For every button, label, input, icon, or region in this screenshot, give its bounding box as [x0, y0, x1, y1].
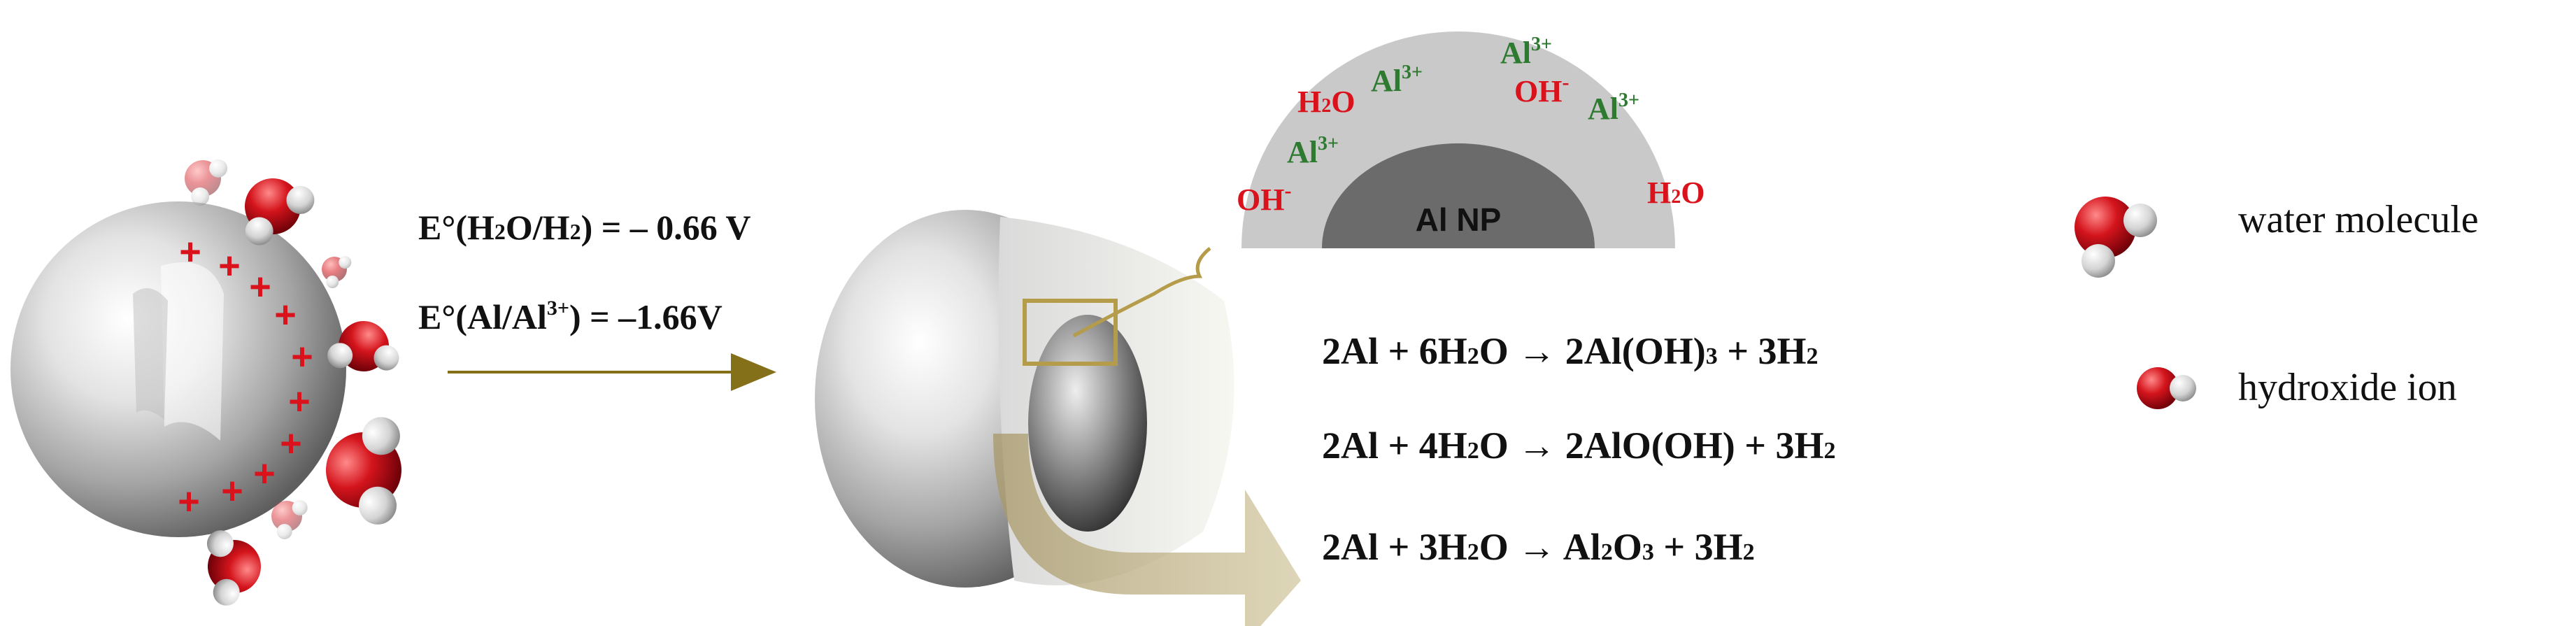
sphere-highlight: [161, 262, 224, 441]
hydroxide-species: OH-: [1514, 71, 1569, 108]
charge-plus: +: [218, 245, 241, 287]
charge-plus: +: [291, 336, 313, 378]
al3-ion-species: Al3+: [1287, 133, 1339, 169]
al3-ion-species: Al3+: [1500, 34, 1552, 70]
water-molecule-icon: [322, 256, 352, 288]
curved-transition-arrow: [993, 434, 1301, 626]
charge-plus: +: [288, 380, 311, 422]
water-molecule-icon: [2075, 197, 2157, 278]
charge-plus: +: [253, 453, 276, 495]
magnified-region-box: [1023, 299, 1118, 366]
al-np-core: [1322, 143, 1595, 248]
cutaway-nanoparticle: [815, 210, 1301, 626]
charge-plus: +: [249, 266, 271, 308]
legend: water molecule hydroxide ion: [2075, 197, 2479, 409]
sphere-reflection: [133, 288, 168, 420]
reaction-arrow: [448, 353, 776, 391]
surface-species: H2O H2O Al3+ Al3+ Al3+ Al3+ OH- OH-: [1237, 34, 1705, 217]
h2o-species: H2O: [1647, 176, 1705, 210]
charge-plus: +: [274, 294, 297, 336]
water-potential: E°(H2O/H2) = – 0.66 V: [418, 208, 750, 247]
water-molecule-icon: [185, 159, 228, 206]
hydroxide-ion-icon: [2137, 367, 2196, 409]
charge-plus: +: [280, 422, 302, 464]
al-np-label: Al NP: [1416, 201, 1502, 238]
charged-nanoparticle: [10, 201, 346, 537]
reaction-equation: 2Al + 3H2O → Al2O3 + 3H2: [1322, 526, 1755, 568]
charge-plus: +: [221, 470, 243, 512]
charge-plus: +: [179, 231, 201, 273]
legend-hydroxide-label: hydroxide ion: [2238, 366, 2457, 409]
positive-charges: + + + + + + + + + +: [178, 231, 313, 522]
aluminum-potential: E°(Al/Al3+) = –1.66V: [418, 297, 723, 336]
magnified-surface: Al NP: [1241, 31, 1675, 248]
legend-water-label: water molecule: [2238, 198, 2479, 241]
h2o-species: H2O: [1297, 85, 1355, 119]
hydroxide-species: OH-: [1237, 179, 1291, 217]
reaction-equation: 2Al + 6H2O → 2Al(OH)3 + 3H2: [1322, 330, 1819, 372]
charge-plus: +: [178, 481, 200, 522]
reaction-equations: 2Al + 6H2O → 2Al(OH)3 + 3H2 2Al + 4H2O →…: [1322, 330, 1836, 568]
aluminum-core: [1028, 315, 1147, 532]
reaction-equation: 2Al + 4H2O → 2AlO(OH) + 3H2: [1322, 425, 1836, 467]
zoom-connector-line: [1072, 247, 1211, 338]
al3-ion-species: Al3+: [1588, 90, 1639, 126]
water-molecule-icon: [271, 499, 308, 539]
al3-ion-species: Al3+: [1371, 62, 1423, 98]
